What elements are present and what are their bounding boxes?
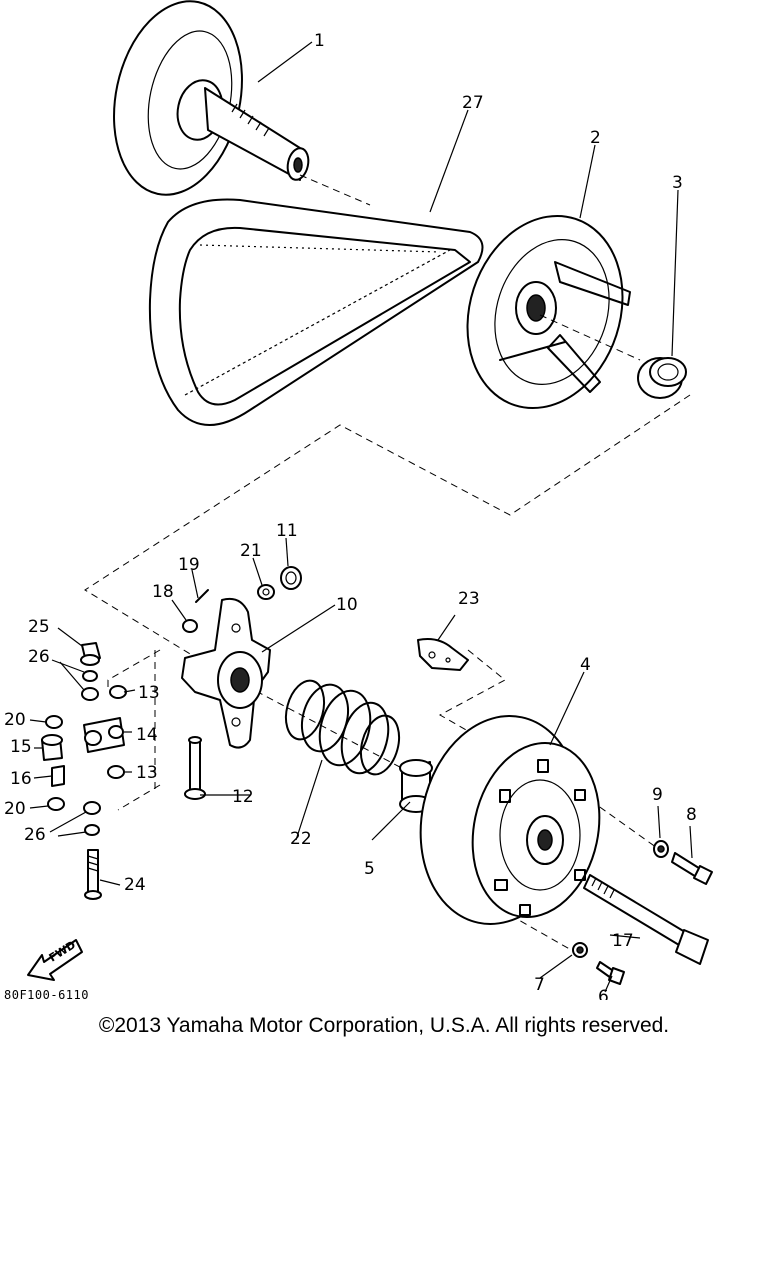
callout-10: 10	[336, 595, 358, 615]
callout-1: 1	[314, 31, 325, 51]
callout-15: 15	[10, 737, 32, 757]
drawing-code: 80F100-6110	[4, 988, 89, 1002]
part-3-bushing	[637, 357, 687, 399]
callout-3: 3	[672, 173, 683, 193]
part-6-7-bolt-washer	[572, 942, 625, 985]
callout-23: 23	[458, 589, 480, 609]
callout-22: 22	[290, 829, 312, 849]
callouts: 1 27 2 3 11 21 19 18 10 23 4 25 26 13 20…	[4, 31, 697, 1000]
assembly-lines	[84, 174, 691, 956]
part-27-belt	[148, 198, 484, 426]
callout-12: 12	[232, 787, 254, 807]
weight-stack-parts	[41, 642, 127, 900]
callout-20a: 20	[4, 710, 26, 730]
callout-16: 16	[10, 769, 32, 789]
callout-19: 19	[178, 555, 200, 575]
callout-17: 17	[612, 931, 634, 951]
callout-26a: 26	[28, 647, 50, 667]
callout-6: 6	[598, 987, 609, 1000]
callout-4: 4	[580, 655, 591, 675]
part-1-sheave	[113, 0, 310, 196]
part-11-21-small	[182, 566, 302, 633]
part-4-sheave-cover	[419, 715, 601, 925]
callout-5: 5	[364, 859, 375, 879]
callout-14: 14	[136, 725, 158, 745]
callout-7: 7	[534, 975, 545, 995]
part-10-spider	[181, 597, 271, 749]
part-2-movable-sheave	[466, 214, 631, 410]
callout-9: 9	[652, 785, 663, 805]
callout-13a: 13	[138, 683, 160, 703]
callout-8: 8	[686, 805, 697, 825]
copyright-notice: ©2013 Yamaha Motor Corporation, U.S.A. A…	[98, 1014, 670, 1037]
leader-lines	[29, 41, 693, 993]
callout-27: 27	[462, 93, 484, 113]
part-22-spring	[284, 679, 401, 776]
callout-13b: 13	[136, 763, 158, 783]
part-23-lever	[417, 638, 469, 671]
callout-21: 21	[240, 541, 262, 561]
part-8-9-screw-washer	[653, 840, 713, 885]
parts-diagram: FWD 1 27	[4, 0, 713, 1000]
part-17-bolt	[583, 874, 709, 965]
callout-26b: 26	[24, 825, 46, 845]
diagram-canvas: FWD 1 27	[4, 0, 713, 1000]
callout-24: 24	[124, 875, 146, 895]
callout-18: 18	[152, 582, 174, 602]
part-12-pin	[184, 736, 206, 800]
fwd-arrow-icon: FWD	[27, 938, 83, 981]
callout-2: 2	[590, 128, 601, 148]
callout-11: 11	[276, 521, 298, 541]
callout-20b: 20	[4, 799, 26, 819]
callout-25: 25	[28, 617, 50, 637]
